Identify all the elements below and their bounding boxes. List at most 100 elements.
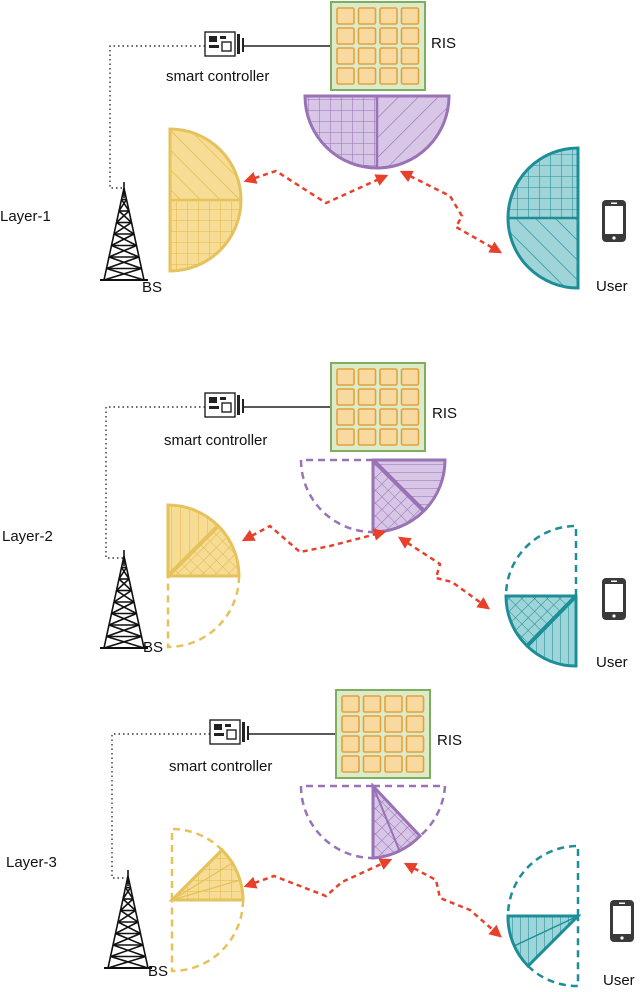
ris-element xyxy=(357,408,377,426)
ris-panel xyxy=(335,689,431,779)
ris-element xyxy=(400,47,420,65)
tower-strut xyxy=(108,256,142,270)
ris-element xyxy=(384,735,403,753)
layer-2: Layer-2 smart controller RIS xyxy=(2,362,628,671)
ris-element xyxy=(405,695,425,713)
tower-icon xyxy=(104,870,152,969)
user-beam xyxy=(506,146,580,290)
smart-controller-icon xyxy=(209,719,249,745)
ris-element xyxy=(357,27,377,45)
tower-strut xyxy=(117,921,141,935)
user-label: User xyxy=(596,278,628,295)
layer-label: Layer-2 xyxy=(2,528,53,545)
tower-strut xyxy=(108,244,137,258)
ris-element xyxy=(362,755,382,773)
phone-button xyxy=(620,936,624,940)
ris-element xyxy=(384,755,403,773)
user-beam xyxy=(506,844,582,988)
tower-strut xyxy=(115,578,130,592)
ris-panel xyxy=(330,362,426,452)
ris-element xyxy=(379,408,398,426)
tower-strut xyxy=(108,612,137,626)
layer-3: Layer-3 smart controller RIS xyxy=(6,689,635,989)
ris-element xyxy=(341,735,360,753)
ris-element xyxy=(379,428,398,446)
ris-user-link xyxy=(403,862,502,938)
ris-element xyxy=(341,755,360,773)
tower-strut xyxy=(108,624,142,638)
ris-element xyxy=(405,715,425,733)
tower-strut xyxy=(113,601,137,615)
ris-element xyxy=(400,368,420,386)
ris-user-link xyxy=(399,170,503,254)
ris-element xyxy=(362,715,382,733)
ris-element xyxy=(400,67,420,85)
controller-label: smart controller xyxy=(164,432,267,449)
tower-strut xyxy=(111,233,135,247)
tower-strut xyxy=(118,578,133,592)
phone-icon xyxy=(610,900,634,942)
tower-strut xyxy=(115,921,139,935)
tower-strut xyxy=(122,898,137,912)
bs-label: BS xyxy=(142,279,162,296)
ris-element xyxy=(336,7,355,25)
ris-panel xyxy=(330,1,426,91)
ris-element xyxy=(357,428,377,446)
tower-strut xyxy=(115,210,130,224)
tower-strut xyxy=(103,635,142,649)
ris-element xyxy=(379,388,398,406)
phone-button xyxy=(612,236,616,240)
ris-element xyxy=(336,47,355,65)
ris-user-link xyxy=(397,536,491,610)
ris-element xyxy=(336,388,355,406)
smart-controller-icon xyxy=(204,392,244,418)
bs-ris-link xyxy=(243,858,393,898)
tower-strut xyxy=(106,624,140,638)
tower-strut xyxy=(113,233,137,247)
ris-label: RIS xyxy=(431,35,456,52)
ris-label: RIS xyxy=(432,405,457,422)
ris-element xyxy=(357,7,377,25)
controller-label: smart controller xyxy=(166,68,269,85)
ris-element xyxy=(336,368,355,386)
ris-element xyxy=(379,47,398,65)
controller-bs-link xyxy=(105,406,205,559)
tower-strut xyxy=(120,199,130,212)
ris-element xyxy=(379,67,398,85)
tower-strut xyxy=(111,244,140,258)
bs-beam xyxy=(168,827,245,973)
tower-strut xyxy=(124,887,134,900)
ris-element xyxy=(362,735,382,753)
phone-button xyxy=(612,614,616,618)
ris-element xyxy=(336,428,355,446)
tower-icon xyxy=(100,182,148,281)
ris-label: RIS xyxy=(437,732,462,749)
phone-screen xyxy=(613,906,631,934)
bs-label: BS xyxy=(148,963,168,980)
bs-label: BS xyxy=(143,639,163,656)
ris-beam xyxy=(299,782,447,860)
user-label: User xyxy=(596,654,628,671)
ris-element xyxy=(400,408,420,426)
controller-label: smart controller xyxy=(169,758,272,775)
ris-element xyxy=(357,368,377,386)
ris-element xyxy=(362,695,382,713)
tower-strut xyxy=(111,612,140,626)
bs-ris-link xyxy=(243,169,389,205)
controller-bs-link xyxy=(111,733,210,879)
tower-strut xyxy=(112,944,146,958)
ris-element xyxy=(336,408,355,426)
ris-element xyxy=(400,388,420,406)
tower-strut xyxy=(110,944,144,958)
layer-label: Layer-3 xyxy=(6,854,57,871)
tower-strut xyxy=(118,210,133,224)
tower-strut xyxy=(120,567,130,580)
ris-element xyxy=(384,695,403,713)
ris-element xyxy=(405,755,425,773)
tower-strut xyxy=(113,589,132,603)
phone-screen xyxy=(605,584,623,612)
ris-element xyxy=(379,27,398,45)
ris-element xyxy=(379,368,398,386)
layer-1: Layer-1 smart controller RIS xyxy=(0,1,628,296)
